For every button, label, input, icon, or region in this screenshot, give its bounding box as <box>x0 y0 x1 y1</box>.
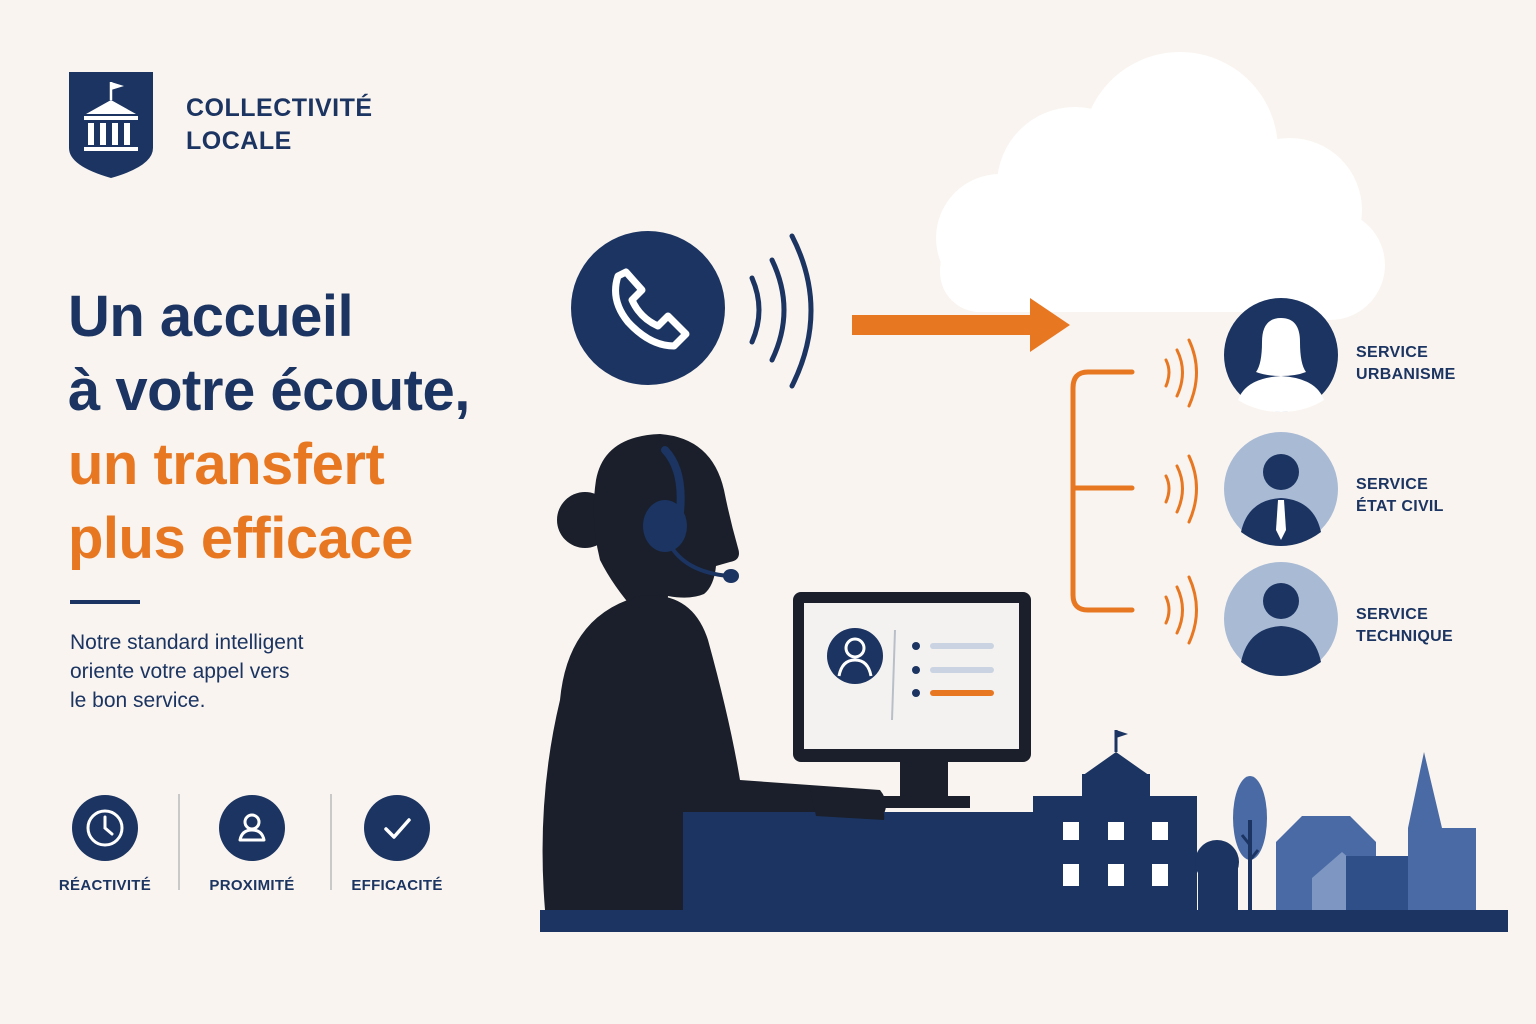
ground <box>540 910 1508 932</box>
headline: Un accueil à votre écoute, un transfert … <box>68 280 470 576</box>
clock-icon <box>72 795 138 861</box>
divider <box>70 600 140 604</box>
feature-label: EFFICACITÉ <box>351 877 443 894</box>
computer-monitor <box>793 592 1031 808</box>
man-avatar-icon <box>1224 562 1338 676</box>
check-icon <box>364 795 430 861</box>
headline-line-2: à votre écoute, <box>68 358 470 423</box>
transfer-arrow <box>852 298 1070 352</box>
headset-icon <box>643 446 739 583</box>
headline-line-3: un transfert <box>68 432 385 497</box>
service-label-etat-civil: SERVICE ÉTAT CIVIL <box>1356 476 1444 515</box>
service-label-technique: SERVICE TECHNIQUE <box>1356 606 1453 645</box>
feature-proximity: PROXIMITÉ <box>177 795 327 894</box>
service-label-urbanisme: SERVICE URBANISME <box>1356 344 1456 383</box>
houses <box>1276 816 1430 912</box>
feature-separator <box>178 794 180 890</box>
man-tie-avatar-icon <box>1224 432 1338 546</box>
cloud <box>936 52 1385 320</box>
feature-label: RÉACTIVITÉ <box>58 877 152 894</box>
hands <box>810 787 885 820</box>
woman-avatar-icon <box>1224 298 1338 412</box>
church-tower <box>1408 752 1476 912</box>
small-signal-waves <box>1164 338 1198 645</box>
town-hall-building <box>1033 730 1197 912</box>
headline-line-4: plus efficace <box>68 506 413 571</box>
brand-name: COLLECTIVITÉ LOCALE <box>186 94 373 155</box>
signal-waves-icon <box>749 233 814 389</box>
feature-reactivity: RÉACTIVITÉ <box>30 795 180 894</box>
routing-bracket <box>1070 369 1135 613</box>
phone-icon <box>571 231 725 385</box>
feature-efficiency: EFFICACITÉ <box>322 795 472 894</box>
city-hall-shield-icon <box>69 72 153 178</box>
feature-label: PROXIMITÉ <box>209 877 295 894</box>
description: Notre standard intelligent oriente votre… <box>70 631 304 712</box>
tree-icon <box>1233 776 1267 912</box>
person-icon <box>219 795 285 861</box>
headline-line-1: Un accueil <box>68 284 354 349</box>
desk <box>683 812 1043 912</box>
feature-separator <box>330 794 332 890</box>
